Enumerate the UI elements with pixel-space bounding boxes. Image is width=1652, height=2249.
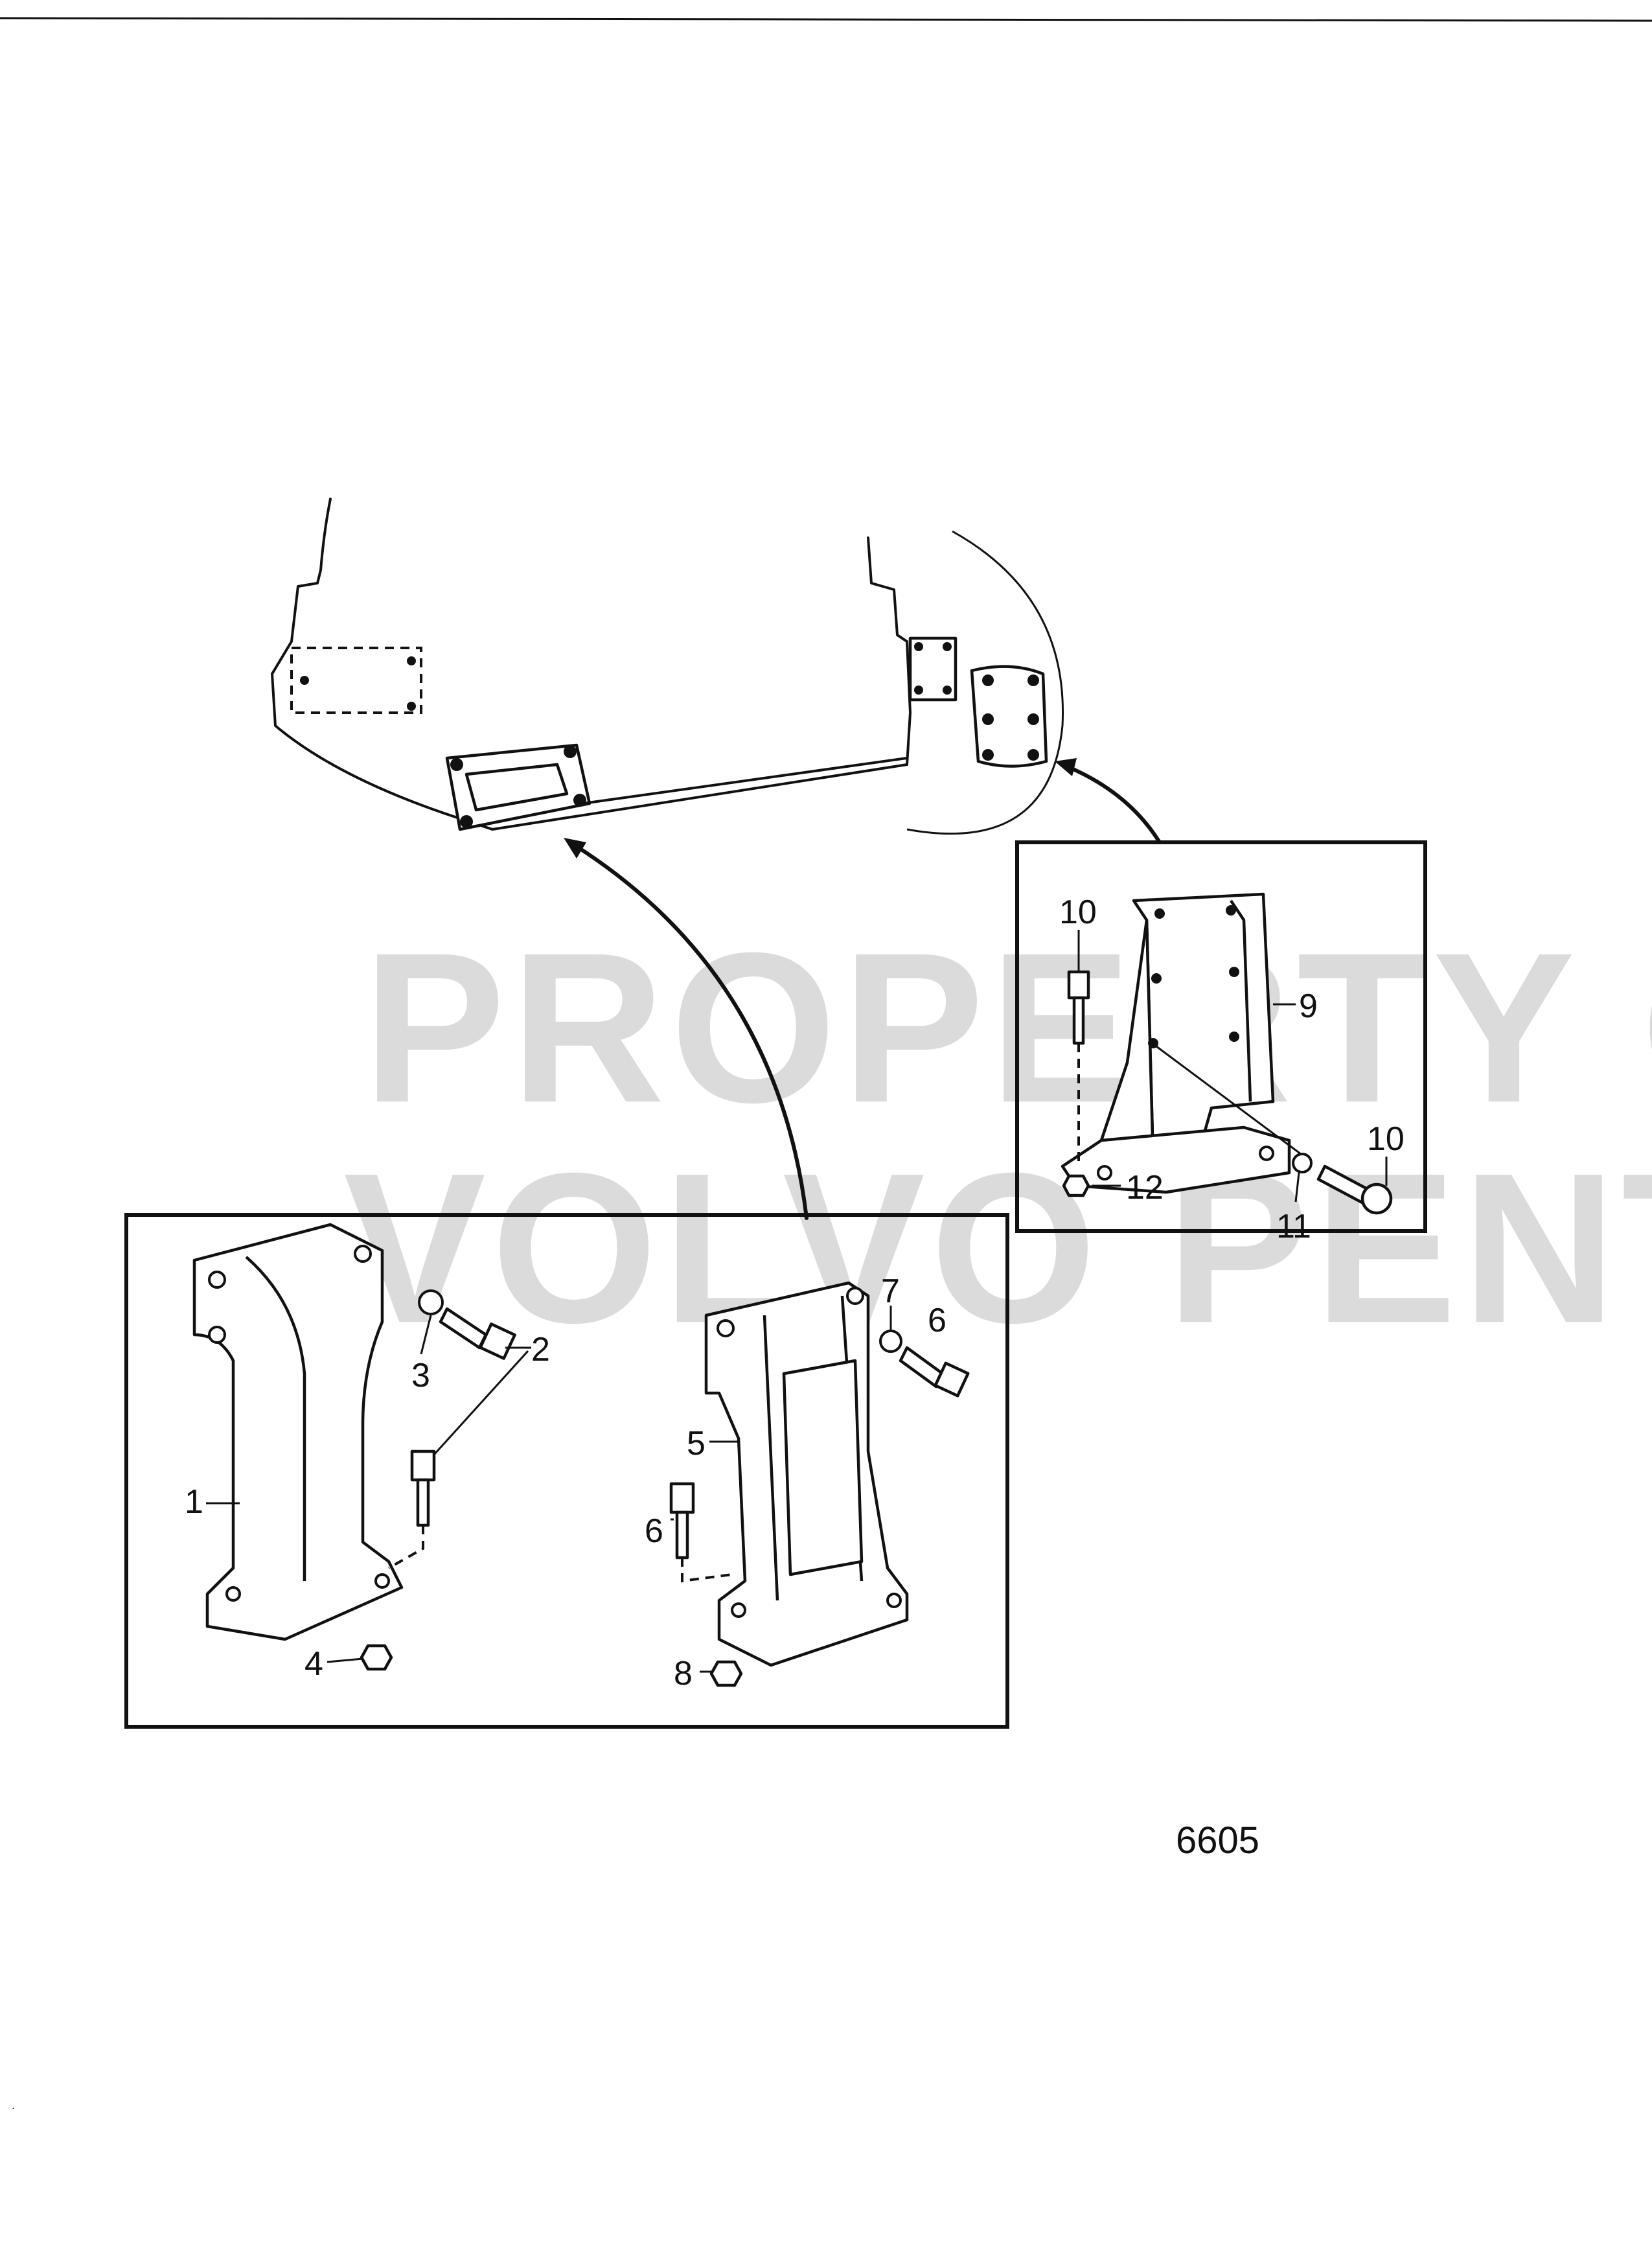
callout-2: 2 — [531, 1331, 550, 1368]
callout-6-horizontal: 6 — [928, 1302, 946, 1339]
callout-11: 11 — [1276, 1208, 1311, 1245]
rear-mounting-pad — [970, 665, 1048, 768]
figure-number: 6605 — [1176, 1819, 1259, 1862]
callout-12: 12 — [1126, 1169, 1164, 1206]
scan-edge-line — [0, 17, 1652, 22]
callout-8: 8 — [674, 1655, 693, 1692]
washer-11 — [1292, 1153, 1313, 1173]
bolt-10-vertical — [1067, 970, 1090, 1166]
housing-bottom-edge — [582, 757, 908, 805]
bolt-10-horizontal — [1316, 1164, 1393, 1215]
dashed-mount-pad — [290, 647, 422, 714]
callout-9: 9 — [1299, 987, 1318, 1025]
leader-lines — [206, 930, 1388, 1673]
washer-7 — [879, 1330, 902, 1353]
scan-mark: . — [12, 2099, 15, 2112]
arrow-head-front — [564, 838, 586, 859]
bolt-6-horizontal — [899, 1346, 970, 1398]
nut-8 — [709, 1660, 743, 1687]
front-bracket-5 — [704, 1281, 909, 1667]
watermark-line-2: VOLVO PENTA — [343, 1128, 1652, 1367]
side-mounting-pad — [908, 636, 958, 702]
engine-housing-outline — [271, 498, 1064, 835]
nut-4 — [360, 1644, 393, 1671]
callout-1: 1 — [185, 1483, 203, 1521]
callout-5: 5 — [687, 1425, 706, 1462]
watermark-line-1: PROPERTY OF — [363, 908, 1652, 1147]
callout-6-vertical: 6 — [645, 1512, 663, 1550]
callout-3: 3 — [411, 1357, 430, 1394]
washer-3 — [418, 1289, 444, 1315]
callout-7: 7 — [881, 1273, 900, 1310]
rear-bracket-frame — [1015, 840, 1427, 1233]
front-bracket-1 — [192, 1223, 404, 1641]
rear-bracket-9 — [1061, 892, 1309, 1194]
bolt-2-horizontal — [439, 1307, 516, 1360]
bolt-6-vertical — [669, 1482, 733, 1583]
bolt-2-vertical — [388, 1449, 436, 1569]
arrow-to-rear-pad — [1061, 763, 1162, 844]
front-bracket-frame — [124, 1213, 1009, 1729]
nut-12 — [1062, 1174, 1090, 1197]
callout-10-vertical: 10 — [1059, 894, 1097, 931]
callout-4: 4 — [304, 1645, 323, 1683]
arrow-to-front-pad — [568, 840, 809, 1220]
arrow-head-rear — [1055, 758, 1077, 776]
callout-10-horizontal: 10 — [1367, 1120, 1405, 1158]
